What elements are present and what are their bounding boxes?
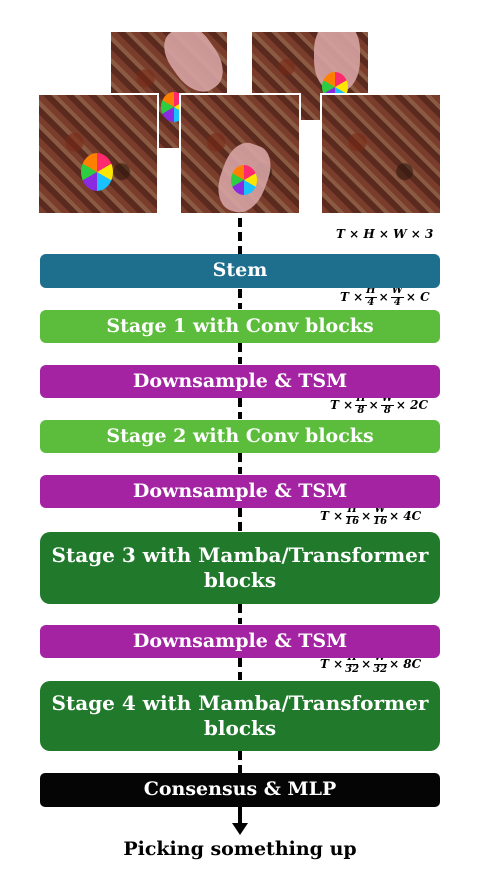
connector-line [238,604,242,624]
downsample-tsm-block-2: Downsample & TSM [40,475,440,508]
connector-line [238,453,242,474]
video-frame-3 [179,93,301,215]
video-frame-5 [320,93,442,215]
stage1-conv-block: Stage 1 with Conv blocks [40,310,440,343]
connector-line [238,218,242,254]
output-arrow-head [232,823,248,835]
connector-line [238,398,242,419]
consensus-mlp-block: Consensus & MLP [40,773,440,807]
connector-line [238,508,242,531]
stage3-mamba-transformer-block: Stage 3 with Mamba/Transformer blocks [40,532,440,604]
dim-input: T × H × W × 3 [336,227,434,241]
output-class-label: Picking something up [123,838,357,860]
connector-line [238,289,242,309]
stage4-mamba-transformer-block: Stage 4 with Mamba/Transformer blocks [40,681,440,751]
output-arrow-line [238,807,242,824]
stage2-conv-block: Stage 2 with Conv blocks [40,420,440,453]
stem-block: Stem [40,254,440,288]
connector-line [238,751,242,773]
downsample-tsm-block-3: Downsample & TSM [40,625,440,658]
connector-line [238,658,242,680]
downsample-tsm-block-1: Downsample & TSM [40,365,440,398]
input-video-frames [0,0,480,220]
connector-line [238,343,242,364]
video-frame-1 [37,93,159,215]
